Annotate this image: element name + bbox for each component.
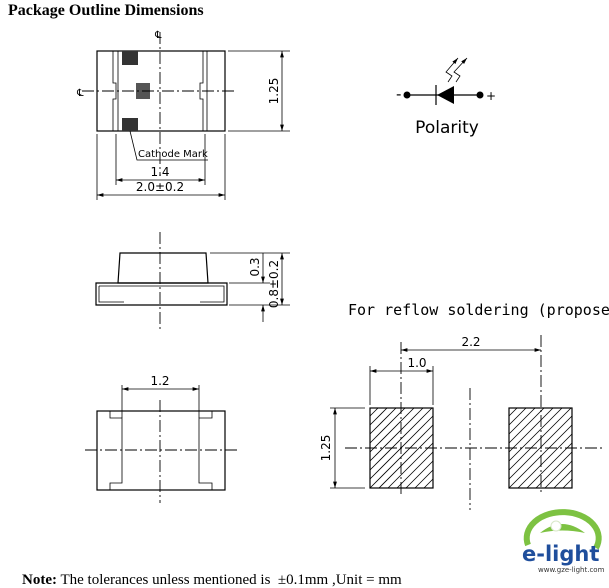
dim-pad-height: 1.25	[319, 435, 333, 462]
hatch-line	[508, 415, 573, 480]
hatch-line	[369, 407, 424, 462]
hatch-line	[378, 433, 434, 489]
dim-inner-width: 1.4	[150, 165, 169, 179]
reflow-title: For reflow soldering (propose)	[348, 301, 609, 319]
hatch-line	[369, 424, 434, 489]
centerline-symbol: ℄	[154, 30, 162, 41]
diode-icon	[437, 86, 454, 104]
hatch-line	[508, 407, 563, 462]
top-view: ℄ ℄ 1.25 Cathode Mark 1.4 2.0±0.2	[76, 30, 290, 200]
e-light-logo: e-light www.gze-light.com	[522, 509, 605, 574]
polarity-label: Polarity	[415, 118, 479, 138]
hatch-line	[562, 478, 573, 489]
side-view: 0.3 0.8±0.2	[95, 232, 290, 330]
dim-total-height: 0.8±0.2	[267, 260, 281, 308]
hatch-line	[369, 407, 406, 444]
hatch-line	[508, 407, 572, 471]
polarity-symbol: - + Polarity	[396, 57, 496, 138]
hatch-line	[517, 433, 573, 489]
note: Note: The tolerances unless mentioned is…	[22, 572, 402, 588]
hatch-line	[369, 415, 434, 480]
hatch-line	[369, 407, 379, 417]
cathode-mark-label: Cathode Mark	[138, 149, 208, 160]
dim-lens-height: 0.3	[248, 257, 262, 276]
hatch-line	[369, 407, 415, 453]
hatch-line	[544, 460, 573, 489]
logo-brand: e-light	[522, 542, 599, 566]
hatch-line	[526, 442, 573, 489]
hatch-line	[508, 424, 573, 489]
hatch-line	[405, 460, 434, 489]
note-label: Note:	[22, 572, 57, 588]
hatch-line	[369, 407, 397, 435]
dim-total-width: 2.0±0.2	[136, 180, 184, 194]
note-text: The tolerances unless mentioned is ±0.1m…	[57, 572, 402, 588]
dim-pad-gap: 1.2	[150, 374, 169, 388]
solder-footprint: 1.0 2.2 1.25	[319, 335, 602, 510]
hatch-line	[508, 407, 518, 417]
dim-height: 1.25	[267, 78, 281, 105]
hatch-line	[508, 407, 527, 426]
hatch-line	[396, 451, 434, 489]
hatch-line	[369, 407, 388, 426]
centerline-symbol: ℄	[76, 88, 84, 99]
logo-url: www.gze-light.com	[538, 566, 605, 574]
hatch-line	[553, 469, 573, 489]
polarity-minus: -	[396, 85, 401, 103]
polarity-plus: +	[486, 89, 496, 103]
hatch-line	[387, 442, 434, 489]
cathode-mark-bottom	[122, 118, 138, 131]
dim-pitch: 2.2	[461, 335, 480, 349]
bottom-view: 1.2	[85, 374, 237, 503]
hatch-line	[508, 407, 536, 435]
page-title: Package Outline Dimensions	[8, 2, 204, 19]
hatch-line	[508, 407, 554, 453]
dim-pad-width: 1.0	[407, 356, 426, 370]
hatch-line	[535, 451, 573, 489]
hatch-line	[508, 407, 545, 444]
hatch-line	[414, 469, 434, 489]
cathode-mark-top	[122, 51, 138, 65]
hatch-line	[423, 478, 434, 489]
